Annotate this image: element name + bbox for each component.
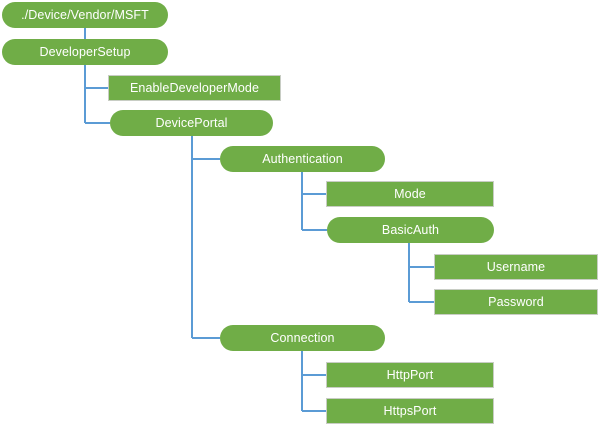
node-password[interactable]: Password: [434, 289, 598, 315]
node-username[interactable]: Username: [434, 254, 598, 280]
node-mode-label: Mode: [394, 186, 426, 201]
node-authentication-label: Authentication: [262, 151, 343, 166]
node-httpport-label: HttpPort: [386, 367, 434, 382]
node-basicauth[interactable]: BasicAuth: [327, 217, 494, 243]
node-enabledevelopermode[interactable]: EnableDeveloperMode: [108, 75, 281, 101]
node-root[interactable]: ./Device/Vendor/MSFT: [2, 2, 168, 28]
node-password-label: Password: [488, 294, 544, 309]
node-developersetup[interactable]: DeveloperSetup: [2, 39, 168, 65]
node-httpport[interactable]: HttpPort: [326, 362, 494, 388]
node-connection-label: Connection: [270, 330, 335, 345]
node-httpsport[interactable]: HttpsPort: [326, 398, 494, 424]
node-connection[interactable]: Connection: [220, 325, 385, 351]
node-deviceportal[interactable]: DevicePortal: [110, 110, 273, 136]
node-developersetup-label: DeveloperSetup: [39, 44, 131, 59]
node-deviceportal-label: DevicePortal: [155, 115, 228, 130]
node-username-label: Username: [486, 259, 546, 274]
node-enabledevelopermode-label: EnableDeveloperMode: [129, 80, 260, 95]
node-basicauth-label: BasicAuth: [381, 222, 440, 237]
node-authentication[interactable]: Authentication: [220, 146, 385, 172]
node-mode[interactable]: Mode: [326, 181, 494, 207]
node-root-label: ./Device/Vendor/MSFT: [21, 7, 149, 22]
node-httpsport-label: HttpsPort: [383, 403, 437, 418]
